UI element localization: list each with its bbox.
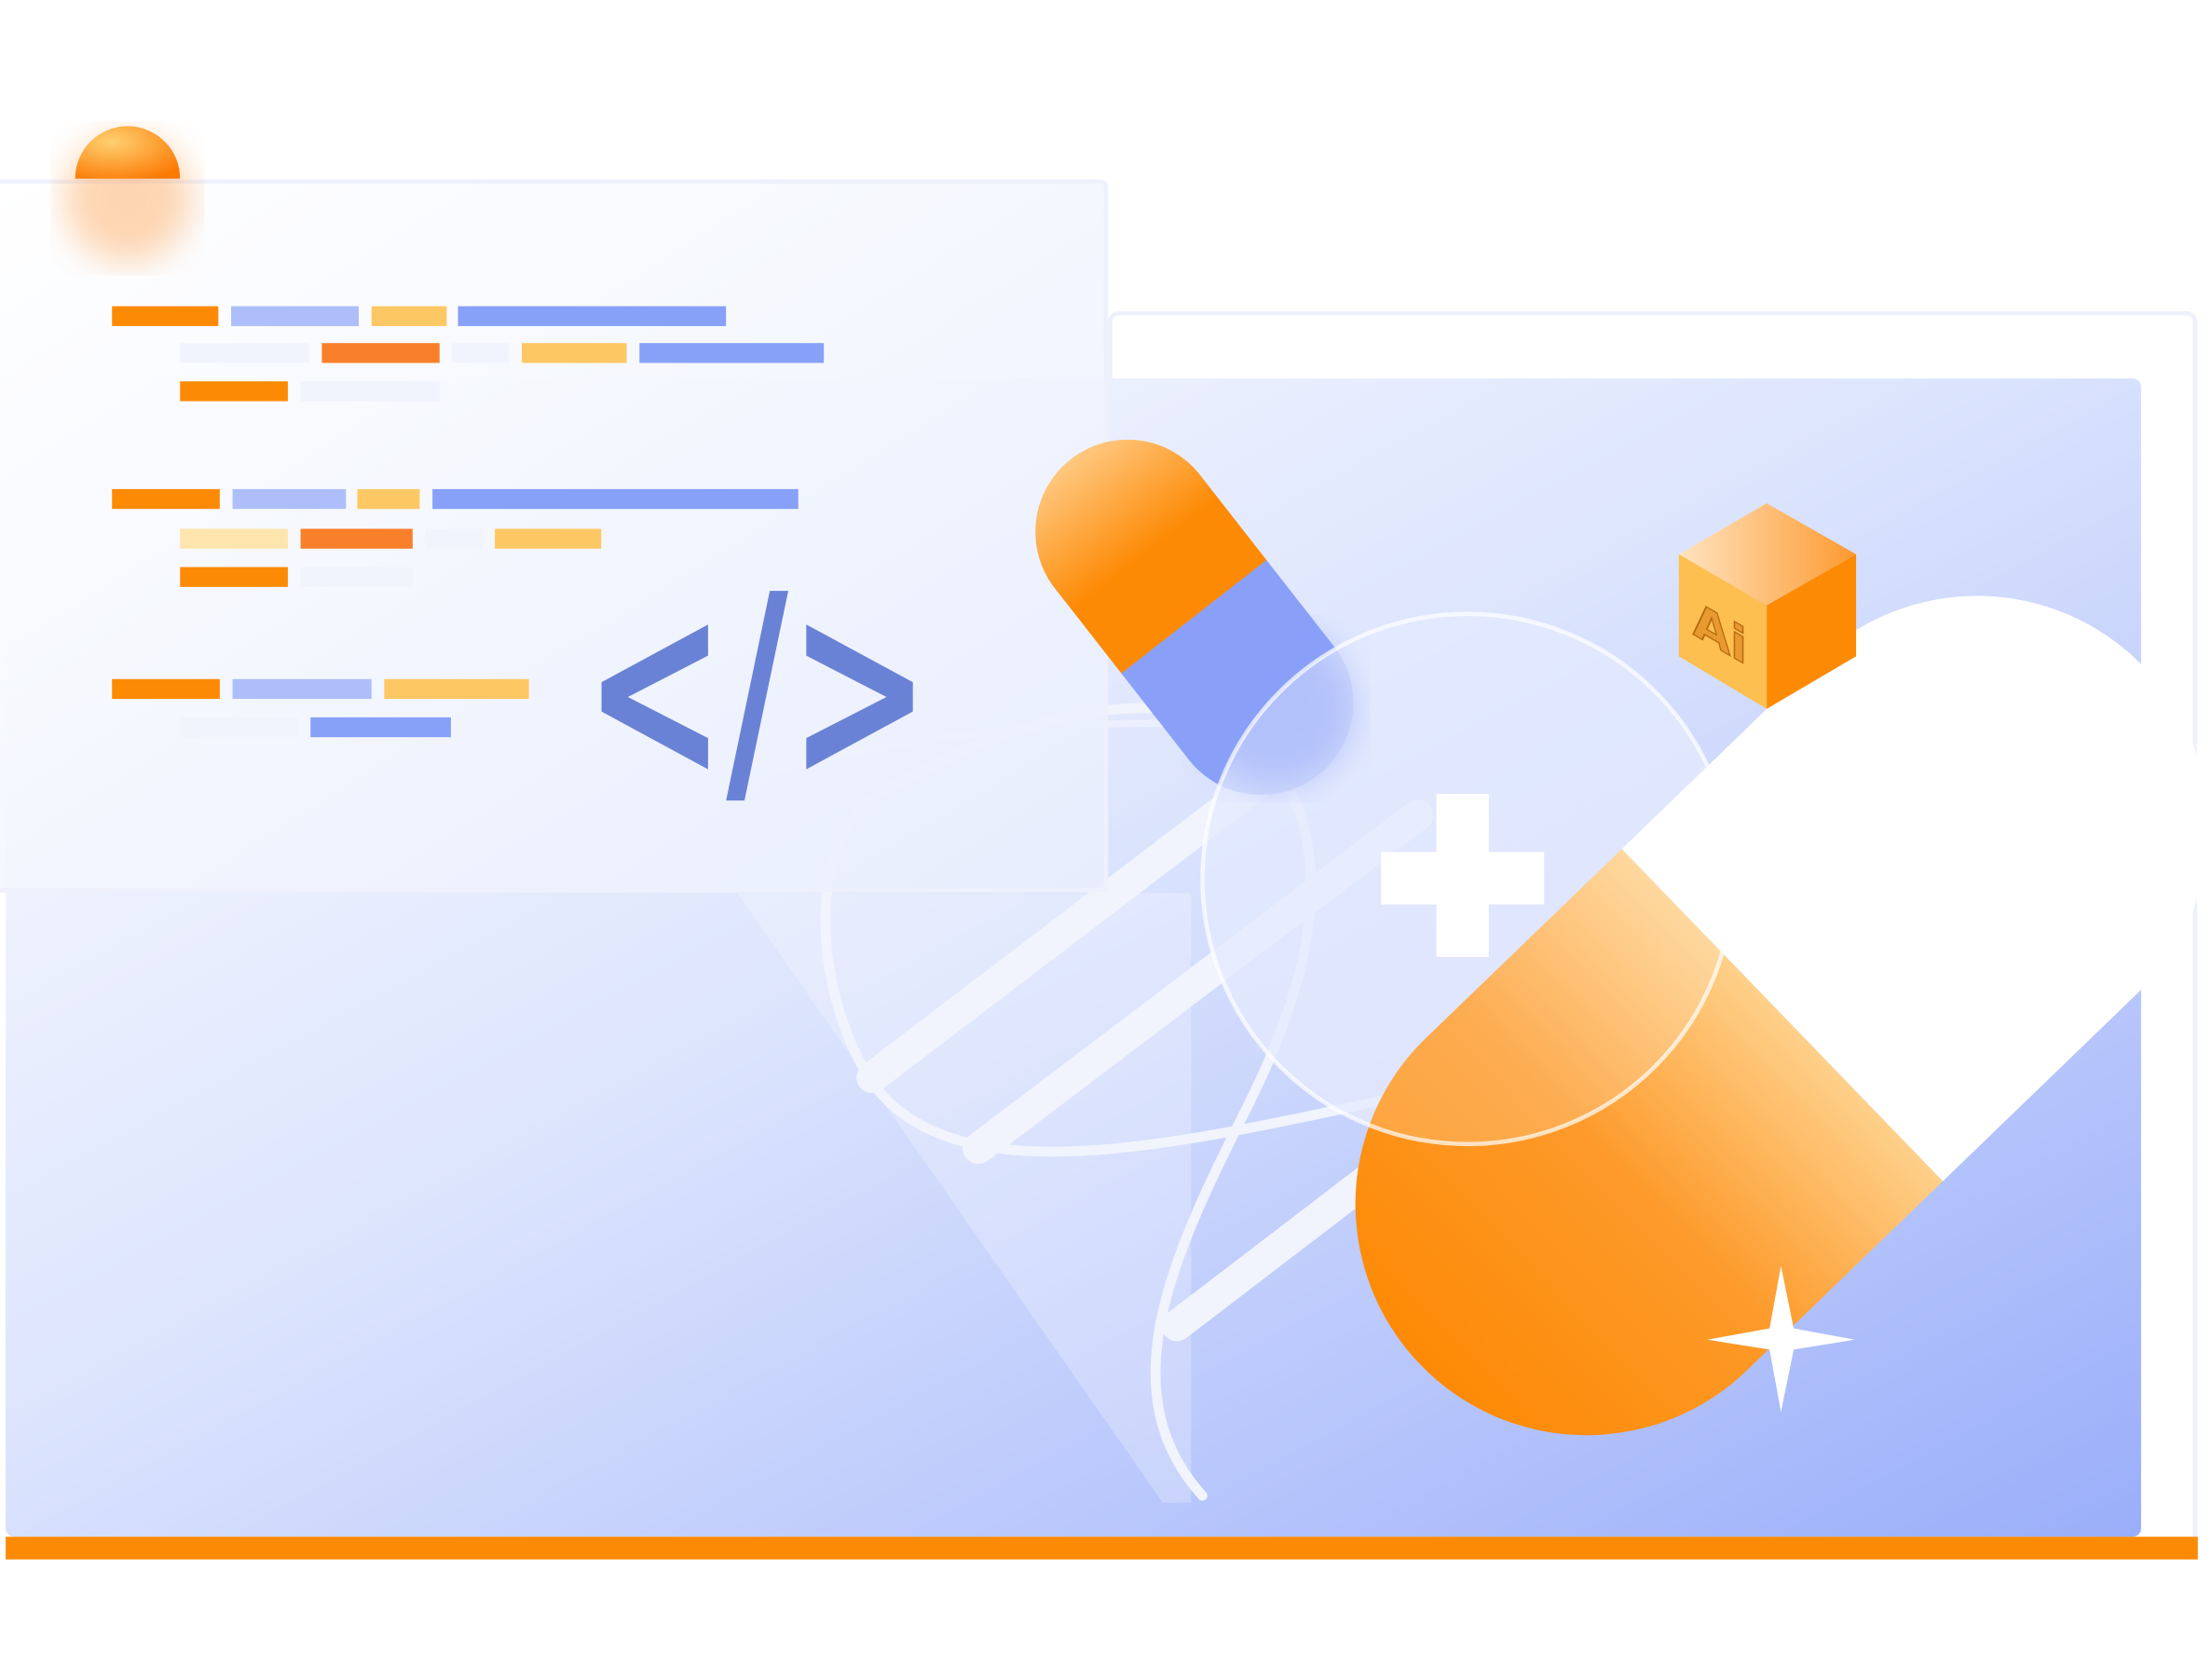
ai-cube-icon: Ai xyxy=(1678,503,1857,709)
plus-icon xyxy=(1381,794,1545,957)
big-capsule-icon xyxy=(1259,499,2212,1531)
bottom-bar xyxy=(6,1537,2198,1560)
code-lines xyxy=(112,306,825,738)
sparkle-icon xyxy=(1707,1265,1855,1413)
code-symbol: </> xyxy=(583,540,931,838)
orange-ball-icon xyxy=(63,126,192,263)
